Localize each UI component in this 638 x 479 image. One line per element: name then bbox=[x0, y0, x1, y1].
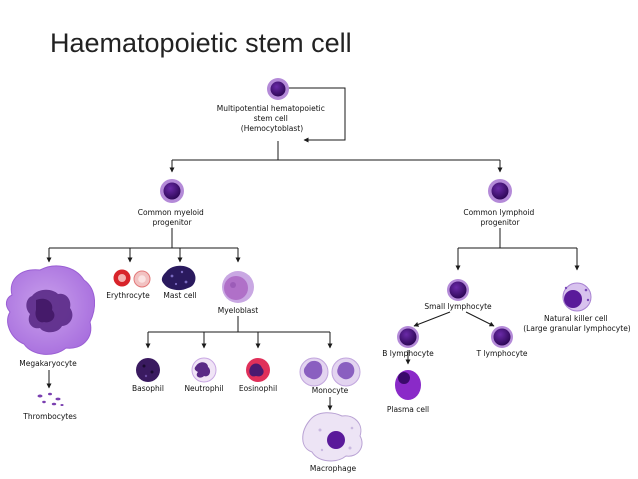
label-myeloid-progenitor: Common myeloid progenitor bbox=[138, 208, 206, 227]
label-myeloblast: Myeloblast bbox=[218, 306, 259, 315]
label-mast-cell: Mast cell bbox=[163, 291, 196, 300]
label-neutrophil: Neutrophil bbox=[184, 384, 223, 393]
label-megakaryocyte: Megakaryocyte bbox=[19, 359, 77, 368]
erythrocyte-icon bbox=[113, 269, 151, 288]
neutrophil-icon bbox=[191, 357, 217, 383]
monocyte-icon bbox=[299, 357, 361, 387]
macrophage-icon bbox=[302, 412, 363, 462]
label-t-lymphocyte: T lymphocyte bbox=[475, 349, 527, 358]
page-title: Haematopoietic stem cell bbox=[50, 28, 352, 58]
label-b-lymphocyte: B lymphocyte bbox=[382, 349, 434, 358]
basophil-icon bbox=[136, 358, 160, 382]
label-thrombocytes: Thrombocytes bbox=[22, 412, 77, 421]
label-nk-cell: Natural killer cell (Large granular lymp… bbox=[523, 314, 631, 333]
thrombocytes-icon bbox=[37, 392, 64, 406]
label-small-lymphocyte: Small lymphocyte bbox=[424, 302, 492, 311]
label-lymphoid-progenitor: Common lymphoid progenitor bbox=[463, 208, 536, 227]
nk-cell-icon bbox=[562, 282, 592, 312]
eosinophil-icon bbox=[246, 358, 270, 382]
lymphoid-progenitor-icon bbox=[488, 179, 512, 203]
b-lymphocyte-icon bbox=[397, 326, 419, 348]
plasma-cell-icon bbox=[395, 370, 421, 400]
label-eosinophil: Eosinophil bbox=[239, 384, 277, 393]
mast-cell-icon bbox=[161, 265, 196, 291]
stem-cell-icon bbox=[267, 78, 289, 100]
myeloid-progenitor-icon bbox=[160, 179, 184, 203]
t-lymphocyte-icon bbox=[491, 326, 513, 348]
small-lymphocyte-icon bbox=[447, 279, 469, 301]
myeloblast-icon bbox=[222, 271, 254, 303]
label-macrophage: Macrophage bbox=[310, 464, 357, 473]
label-monocyte: Monocyte bbox=[312, 386, 349, 395]
label-plasma-cell: Plasma cell bbox=[387, 405, 429, 414]
labels: Multipotential hematopoietic stem cell (… bbox=[19, 104, 631, 473]
label-hsc: Multipotential hematopoietic stem cell (… bbox=[217, 104, 327, 133]
label-basophil: Basophil bbox=[132, 384, 164, 393]
megakaryocyte-icon bbox=[5, 265, 95, 355]
connector-lines bbox=[46, 87, 580, 411]
label-erythrocyte: Erythrocyte bbox=[106, 291, 150, 300]
